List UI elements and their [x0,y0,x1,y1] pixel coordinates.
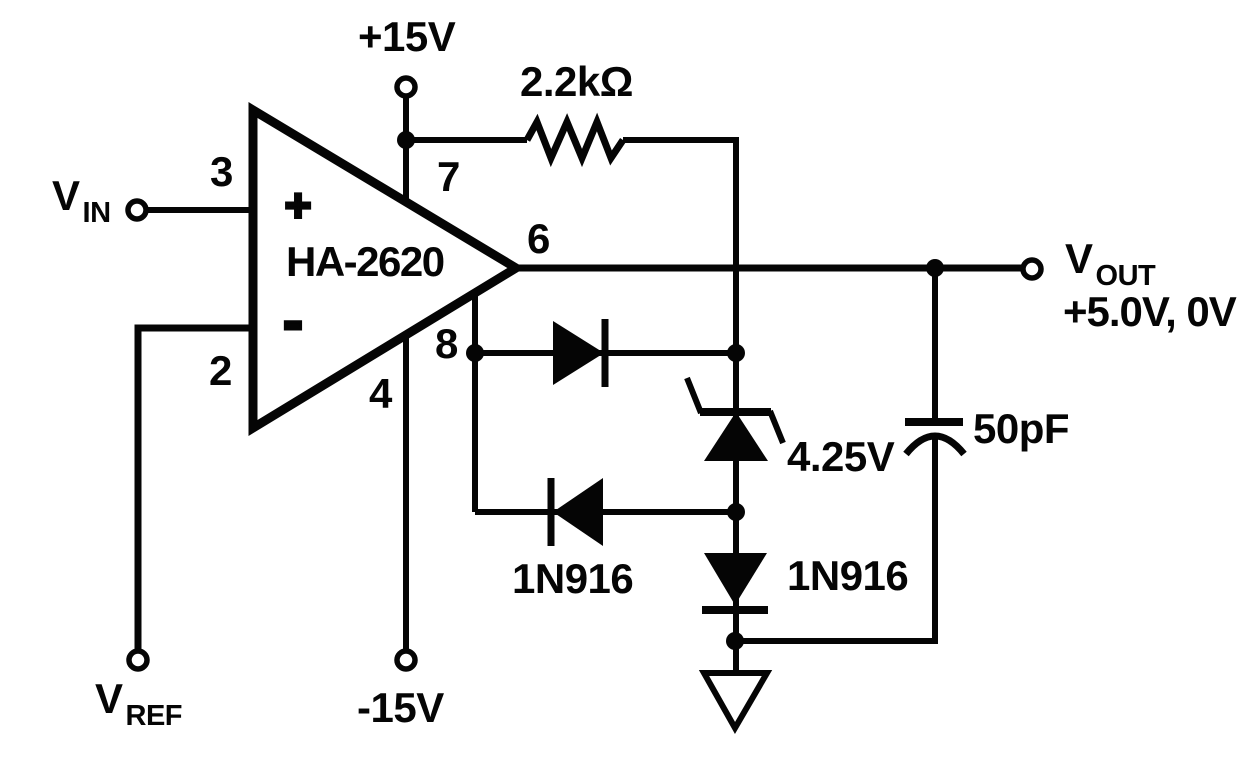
junction-dot-clamp-top [727,344,745,362]
diode-triangle [553,321,604,385]
label-opamp-part: HA-2620 [286,238,445,285]
junction-dot-supply [397,131,415,149]
vin-subscript: IN [82,197,112,229]
ground-symbol [698,670,773,735]
label-vout-levels: +5.0V, 0V [1063,288,1237,335]
diode-triangle [704,553,767,605]
label-pin-4: 4 [369,370,392,417]
label-series-diode-part: 1N916 [787,552,909,599]
vref-base: V [95,675,123,722]
label-capacitor-value: 50pF [973,405,1070,452]
label-feedback-diode-part: 1N916 [512,555,634,602]
terminal-vout [1020,257,1044,281]
vref-subscript: REF [125,700,183,732]
series-diode [702,553,768,614]
label-pin-2: 2 [209,347,232,394]
label-pin-3: 3 [210,148,233,195]
terminal-minus15 [394,648,418,672]
junction-dot-output [926,259,944,277]
label-zener-voltage: 4.25V [787,433,895,480]
junction-dot-pin8 [466,344,484,362]
junction-dot-clamp-mid [727,503,745,521]
opamp-triangle [248,102,525,437]
label-pin-8: 8 [435,320,458,367]
wire-inverting-to-vref [134,324,252,651]
vout-subscript: OUT [1095,260,1156,292]
label-pin-7: 7 [437,153,460,200]
label-resistor-value: 2.2kΩ [520,58,633,105]
terminal-plus15 [394,75,418,99]
capacitor-curved-plate [903,432,967,457]
wire-resistor-to-clamp [623,137,739,353]
feedback-diode-top [553,319,609,387]
terminal-vin [125,198,149,222]
diode-triangle [553,478,603,546]
opamp-minus-mark: - [283,287,303,354]
junction-dot-clamp-bottom [726,632,744,650]
zener-triangle [704,412,768,461]
zener-diode [684,376,786,461]
label-negative-supply: -15V [357,684,444,731]
label-pin-6: 6 [527,215,550,262]
zener-whisker-right [767,409,786,445]
feedback-diode-bottom [547,478,603,546]
wire-cap-bottom-return [735,437,938,644]
resistor-zigzag [523,112,626,168]
label-positive-supply: +15V [358,13,456,60]
opamp-plus-mark: + [285,179,312,231]
vout-base: V [1065,235,1093,282]
zener-whisker-left [684,376,704,415]
capacitor-symbol [903,418,967,457]
terminal-vref [126,648,150,672]
vin-base: V [52,172,80,219]
